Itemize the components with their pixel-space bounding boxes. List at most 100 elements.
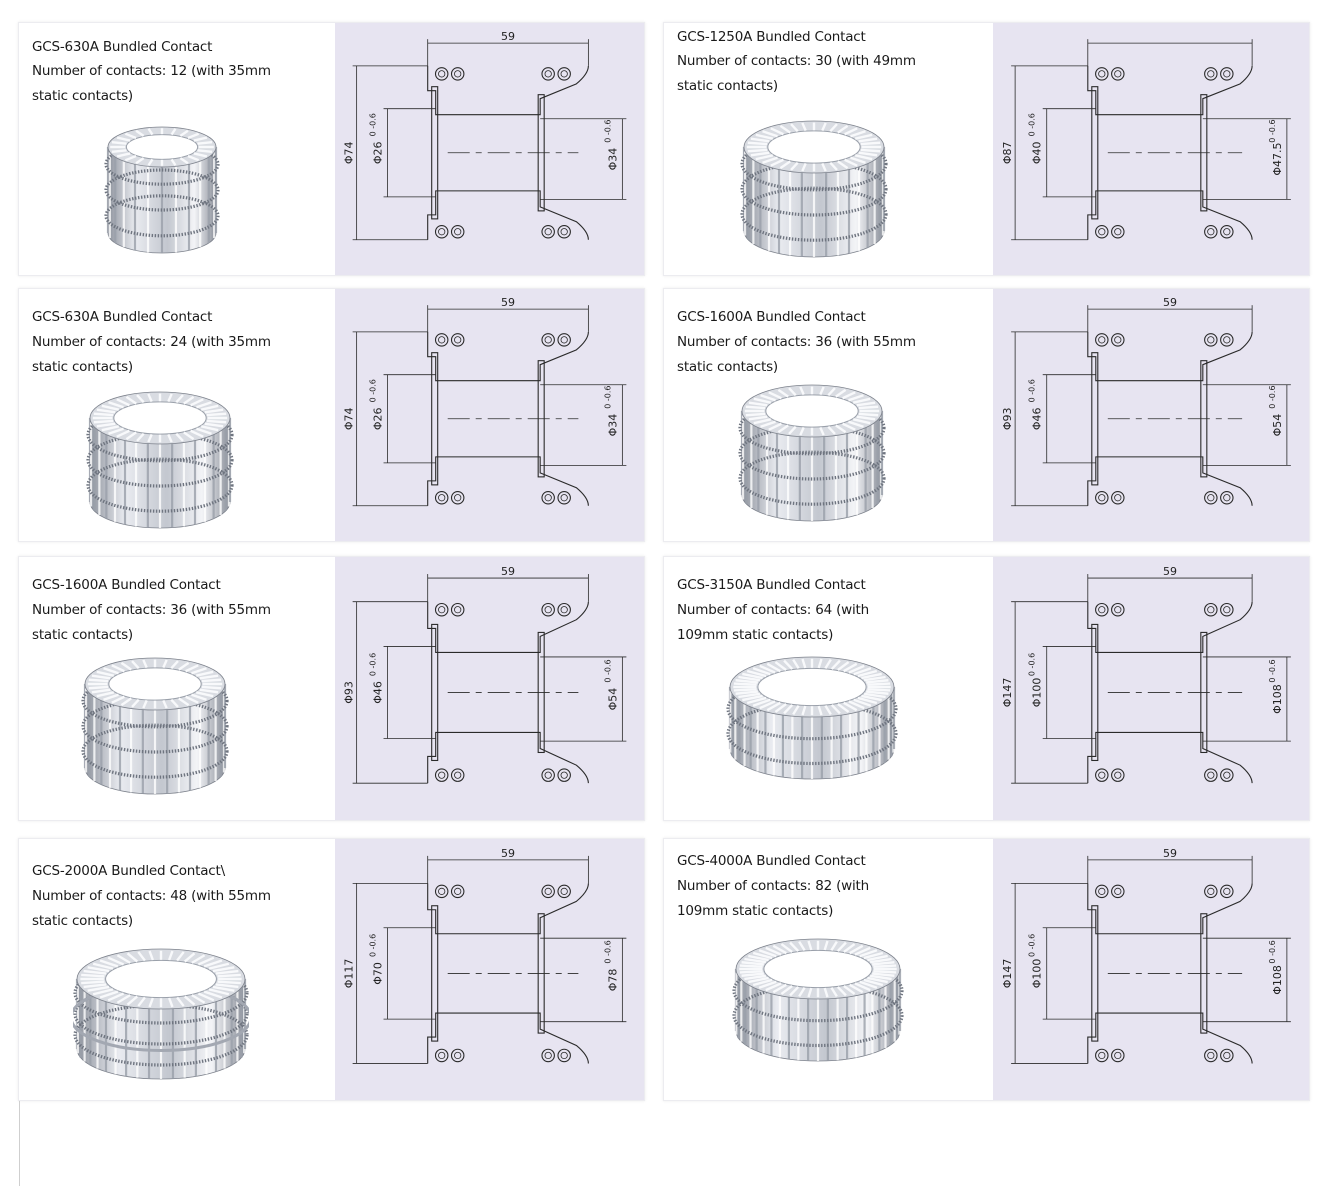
right-tolerance-label: 0 -0.6 bbox=[603, 385, 612, 408]
right-tolerance-label: 0 -0.6 bbox=[1268, 119, 1277, 142]
inner-diameter-label: Φ26 bbox=[372, 141, 385, 164]
right-diameter-label: Φ108 bbox=[1271, 965, 1284, 995]
width-dimension-label: 59 bbox=[501, 565, 515, 578]
inner-tolerance-label: 0 -0.6 bbox=[369, 113, 378, 136]
product-description: Number of contacts: 82 (with 109mm stati… bbox=[677, 878, 869, 919]
outer-diameter-label: Φ117 bbox=[343, 959, 356, 989]
product-title: GCS-630A Bundled Contact bbox=[32, 309, 213, 325]
right-tolerance-label: 0 -0.6 bbox=[1268, 659, 1277, 682]
product-photo bbox=[85, 385, 235, 535]
product-card-gcs-1250a: GCS-1250A Bundled Contact Number of cont… bbox=[663, 22, 1310, 276]
contact-ring-image bbox=[738, 384, 886, 522]
right-diameter-label: Φ34 bbox=[606, 148, 619, 171]
outer-diameter-label: Φ74 bbox=[343, 141, 356, 164]
contact-ring-image bbox=[104, 126, 220, 254]
width-dimension-label: 59 bbox=[501, 847, 515, 860]
product-title: GCS-630A Bundled Contact bbox=[32, 39, 213, 55]
width-dimension-label: 59 bbox=[501, 296, 515, 309]
card-info: GCS-1600A Bundled Contact Number of cont… bbox=[19, 557, 335, 820]
product-card-gcs-1600a-right: GCS-1600A Bundled Contact Number of cont… bbox=[663, 288, 1310, 542]
product-photo bbox=[734, 109, 894, 269]
card-info: GCS-3150A Bundled Contact Number of cont… bbox=[664, 557, 993, 820]
product-title: GCS-2000A Bundled Contact\ bbox=[32, 863, 225, 879]
contact-ring-image bbox=[69, 948, 253, 1080]
card-info: GCS-4000A Bundled Contact Number of cont… bbox=[664, 839, 993, 1100]
contact-ring-image bbox=[740, 120, 888, 258]
card-info: GCS-1600A Bundled Contact Number of cont… bbox=[664, 289, 993, 541]
inner-tolerance-label: 0 -0.6 bbox=[1028, 379, 1037, 402]
card-info: GCS-1250A Bundled Contact Number of cont… bbox=[664, 23, 993, 275]
product-card-gcs-630a-24: GCS-630A Bundled Contact Number of conta… bbox=[18, 288, 645, 542]
inner-tolerance-label: 0 -0.6 bbox=[369, 653, 378, 676]
product-photo bbox=[730, 935, 906, 1065]
product-photo bbox=[734, 375, 890, 531]
width-dimension-label: 59 bbox=[1163, 296, 1177, 309]
product-title: GCS-1250A Bundled Contact bbox=[677, 29, 866, 45]
right-diameter-label: Φ108 bbox=[1271, 684, 1284, 714]
right-tolerance-label: 0 -0.6 bbox=[603, 940, 612, 963]
outer-diameter-label: Φ93 bbox=[1001, 407, 1014, 430]
contact-ring-image bbox=[726, 656, 898, 780]
product-description: Number of contacts: 24 (with 35mm static… bbox=[32, 334, 271, 375]
outer-diameter-label: Φ147 bbox=[1001, 678, 1014, 708]
product-title: GCS-3150A Bundled Contact bbox=[677, 577, 866, 593]
product-photo bbox=[77, 651, 233, 801]
inner-diameter-label: Φ46 bbox=[372, 681, 385, 704]
inner-tolerance-label: 0 -0.6 bbox=[1028, 113, 1037, 136]
product-card-gcs-4000a: GCS-4000A Bundled Contact Number of cont… bbox=[663, 838, 1310, 1101]
inner-diameter-label: Φ70 bbox=[372, 962, 385, 985]
width-dimension-label: 59 bbox=[501, 30, 515, 43]
right-tolerance-label: 0 -0.6 bbox=[603, 659, 612, 682]
right-diameter-label: Φ34 bbox=[606, 414, 619, 437]
product-description: Number of contacts: 36 (with 55mm static… bbox=[32, 602, 271, 643]
inner-tolerance-label: 0 -0.6 bbox=[369, 934, 378, 957]
inner-diameter-label: Φ46 bbox=[1031, 407, 1044, 430]
product-title: GCS-4000A Bundled Contact bbox=[677, 853, 866, 869]
product-card-gcs-630a-12: GCS-630A Bundled Contact Number of conta… bbox=[18, 22, 645, 276]
product-title: GCS-1600A Bundled Contact bbox=[32, 577, 221, 593]
outer-diameter-label: Φ147 bbox=[1001, 959, 1014, 989]
contact-ring-image bbox=[81, 657, 229, 795]
card-info: GCS-630A Bundled Contact Number of conta… bbox=[19, 23, 335, 275]
right-tolerance-label: 0 -0.6 bbox=[1268, 385, 1277, 408]
card-info: GCS-630A Bundled Contact Number of conta… bbox=[19, 289, 335, 541]
outer-diameter-label: Φ74 bbox=[343, 407, 356, 430]
inner-diameter-label: Φ26 bbox=[372, 407, 385, 430]
product-description: Number of contacts: 36 (with 55mm static… bbox=[677, 334, 916, 375]
right-diameter-label: Φ47.5 bbox=[1271, 143, 1284, 176]
inner-tolerance-label: 0 -0.6 bbox=[1028, 934, 1037, 957]
product-photo bbox=[69, 939, 253, 1089]
product-card-gcs-2000a: GCS-2000A Bundled Contact\ Number of con… bbox=[18, 838, 645, 1101]
outer-diameter-label: Φ87 bbox=[1001, 141, 1014, 164]
product-card-gcs-1600a-left: GCS-1600A Bundled Contact Number of cont… bbox=[18, 556, 645, 821]
product-card-gcs-3150a: GCS-3150A Bundled Contact Number of cont… bbox=[663, 556, 1310, 821]
page-edge-line bbox=[19, 1101, 20, 1186]
card-info: GCS-2000A Bundled Contact\ Number of con… bbox=[19, 839, 335, 1100]
inner-diameter-label: Φ40 bbox=[1031, 141, 1044, 164]
product-photo bbox=[97, 115, 227, 265]
inner-diameter-label: Φ100 bbox=[1031, 678, 1044, 708]
inner-tolerance-label: 0 -0.6 bbox=[1028, 653, 1037, 676]
contact-ring-image bbox=[732, 938, 904, 1062]
product-photo bbox=[724, 653, 900, 783]
contact-ring-image bbox=[86, 391, 234, 529]
outer-diameter-label: Φ93 bbox=[343, 681, 356, 704]
width-dimension-label: 59 bbox=[1163, 847, 1177, 860]
right-tolerance-label: 0 -0.6 bbox=[1268, 940, 1277, 963]
inner-tolerance-label: 0 -0.6 bbox=[369, 379, 378, 402]
width-dimension-label: 59 bbox=[1163, 565, 1177, 578]
